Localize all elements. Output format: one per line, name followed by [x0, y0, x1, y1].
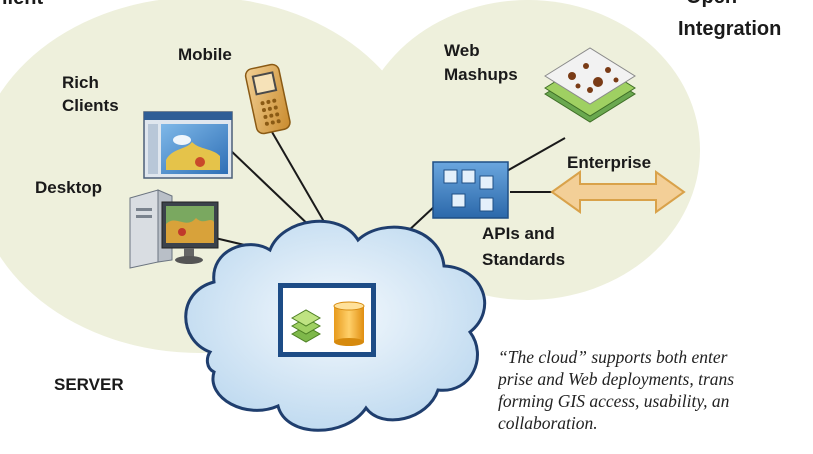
desktop-label: Desktop [35, 178, 103, 197]
web-mashups-label-line2: Mashups [444, 65, 518, 84]
rich-clients-label-line2: Clients [62, 96, 119, 115]
api-blocks-icon [432, 161, 509, 219]
caption-line-3: forming GIS access, usability, an [498, 391, 730, 411]
rich-client-window-icon [143, 111, 233, 179]
caption-line-4: collaboration. [498, 413, 598, 433]
caption-line-2: prise and Web deployments, trans [498, 369, 735, 389]
mobile-label: Mobile [178, 45, 232, 64]
apis-standards-label-line2: Standards [482, 250, 566, 269]
web-mashup-layers-icon [544, 47, 636, 123]
enterprise-double-arrow-icon [550, 170, 686, 214]
caption-text: “The cloud” supports both enter prise an… [498, 346, 813, 434]
client-partial-label: lient [2, 0, 43, 10]
server-layers-database-icon [278, 283, 376, 357]
rich-clients-label-line1: Rich [62, 73, 99, 92]
integration-label: Integration [678, 18, 782, 40]
apis-standards-label-line1: APIs and [482, 224, 555, 243]
desktop-computer-icon [129, 189, 219, 269]
server-label: SERVER [54, 375, 124, 394]
web-mashups-label-line1: Web [444, 41, 480, 60]
enterprise-label: Enterprise [567, 153, 652, 172]
mobile-phone-icon [244, 63, 291, 135]
open-partial-label: Open [686, 0, 737, 9]
caption-line-1: “The cloud” supports both enter [498, 347, 728, 367]
